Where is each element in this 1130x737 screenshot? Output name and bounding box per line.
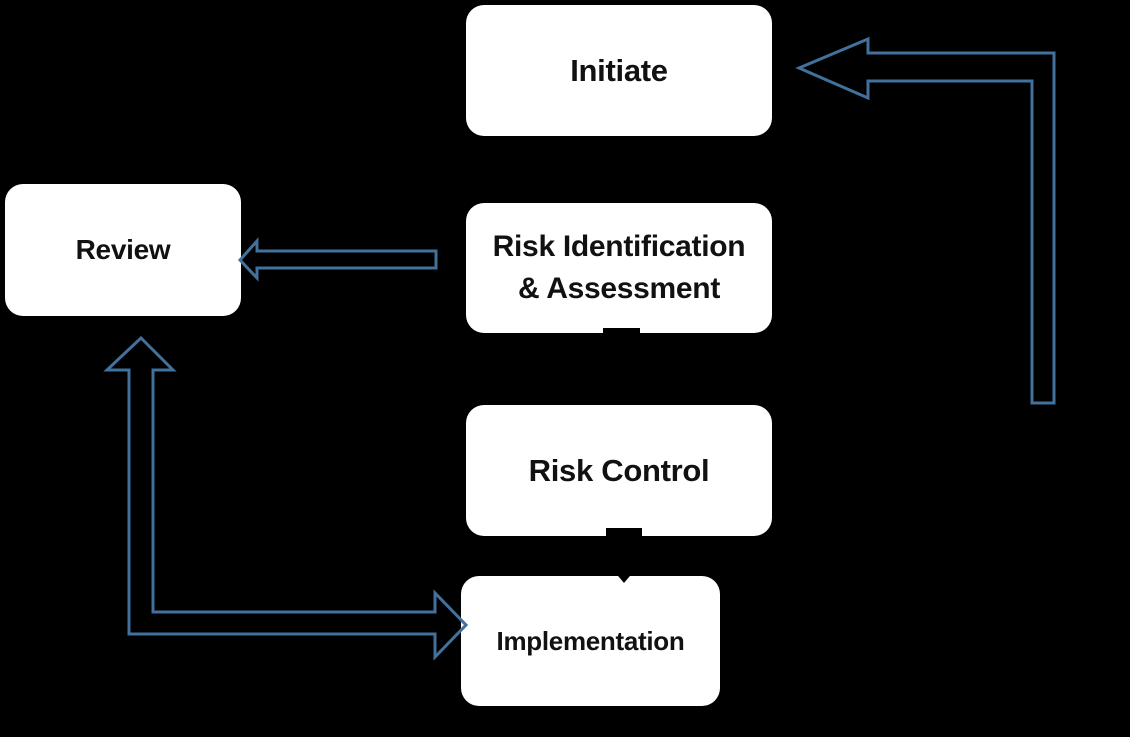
connector-risk-control-to-implementation-arrow (598, 528, 650, 583)
connector-initiate-to-risk-identification-arrow (593, 140, 645, 199)
node-review-label: Review (75, 234, 171, 265)
node-risk-identification-label-line1: Risk Identification (492, 230, 746, 263)
node-risk-identification-assessment: Risk Identification & Assessment (466, 203, 772, 333)
node-review: Review (5, 184, 241, 316)
connector-risk-identification-to-risk-control-arrow (595, 328, 648, 402)
node-risk-identification-label-line2: & Assessment (517, 272, 721, 305)
node-initiate-label: Initiate (570, 52, 668, 88)
arrow-loop-to-initiate (795, 36, 1056, 405)
node-risk-control: Risk Control (466, 405, 772, 536)
node-risk-control-label: Risk Control (528, 452, 710, 488)
node-implementation: Implementation (461, 576, 720, 706)
arrow-review-implementation-elbow (103, 335, 469, 661)
node-implementation-label: Implementation (496, 625, 685, 656)
node-initiate: Initiate (466, 5, 772, 136)
arrow-risk-identification-to-review (237, 237, 438, 282)
